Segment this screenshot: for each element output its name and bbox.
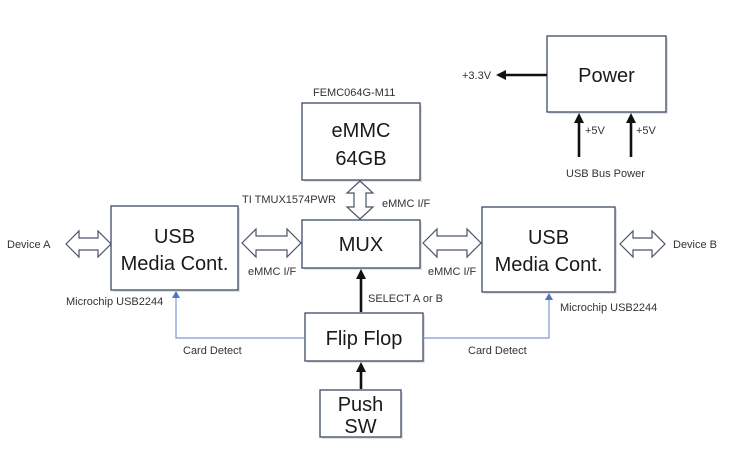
mux-block: MUX: [301, 219, 422, 270]
pushsw-label-2: SW: [344, 416, 376, 438]
power-block: Power: [546, 35, 668, 114]
select-arrow: [356, 269, 366, 312]
usb-right-label-2: Media Cont.: [495, 254, 603, 276]
v5-right-label: +5V: [636, 125, 657, 137]
usb-right-block: USB Media Cont.: [481, 206, 617, 294]
mux-block-label: MUX: [339, 234, 383, 256]
usb-right-label-1: USB: [528, 227, 569, 249]
v5-right-arrow: [626, 113, 636, 157]
usb-right-part-label: Microchip USB2244: [560, 302, 657, 314]
mux-usb-right-double-arrow: [422, 227, 482, 259]
usb-left-mux-double-arrow: [241, 227, 302, 259]
mux-part-label: TI TMUX1574PWR: [242, 194, 336, 206]
flipflop-label: Flip Flop: [326, 328, 403, 350]
usb-left-block: USB Media Cont.: [110, 205, 240, 292]
card-detect-left-label: Card Detect: [183, 345, 242, 357]
emmc-if-top-label: eMMC I/F: [382, 198, 431, 210]
card-detect-right-label: Card Detect: [468, 345, 527, 357]
emmc-mux-double-arrow: [345, 180, 375, 220]
v33-output-arrow: [496, 70, 547, 80]
device-a-double-arrow: [65, 229, 112, 259]
select-label: SELECT A or B: [368, 293, 443, 305]
device-a-label: Device A: [7, 239, 51, 251]
v5-left-label: +5V: [585, 125, 606, 137]
v5-left-arrow: [574, 113, 584, 157]
usb-left-label-2: Media Cont.: [121, 253, 229, 275]
pushsw-flipflop-arrow: [356, 362, 366, 389]
emmc-block-label-2: 64GB: [335, 148, 386, 170]
usb-bus-power-label: USB Bus Power: [566, 168, 645, 180]
emmc-if-left-label: eMMC I/F: [248, 266, 297, 278]
power-block-label: Power: [578, 65, 635, 87]
device-b-double-arrow: [619, 229, 666, 259]
emmc-part-label: FEMC064G-M11: [313, 87, 395, 99]
flipflop-block: Flip Flop: [304, 312, 425, 363]
pushsw-label-1: Push: [338, 394, 384, 416]
card-detect-right-line: [423, 293, 553, 339]
device-b-label: Device B: [673, 239, 717, 251]
pushsw-block: Push SW: [319, 389, 403, 439]
usb-left-label-1: USB: [154, 226, 195, 248]
usb-left-part-label: Microchip USB2244: [66, 296, 163, 308]
v33-label: +3.3V: [462, 70, 492, 82]
emmc-if-right-label: eMMC I/F: [428, 266, 477, 278]
emmc-block-label-1: eMMC: [332, 120, 391, 142]
emmc-block: eMMC 64GB: [301, 102, 422, 182]
card-detect-left-line: [172, 291, 305, 339]
